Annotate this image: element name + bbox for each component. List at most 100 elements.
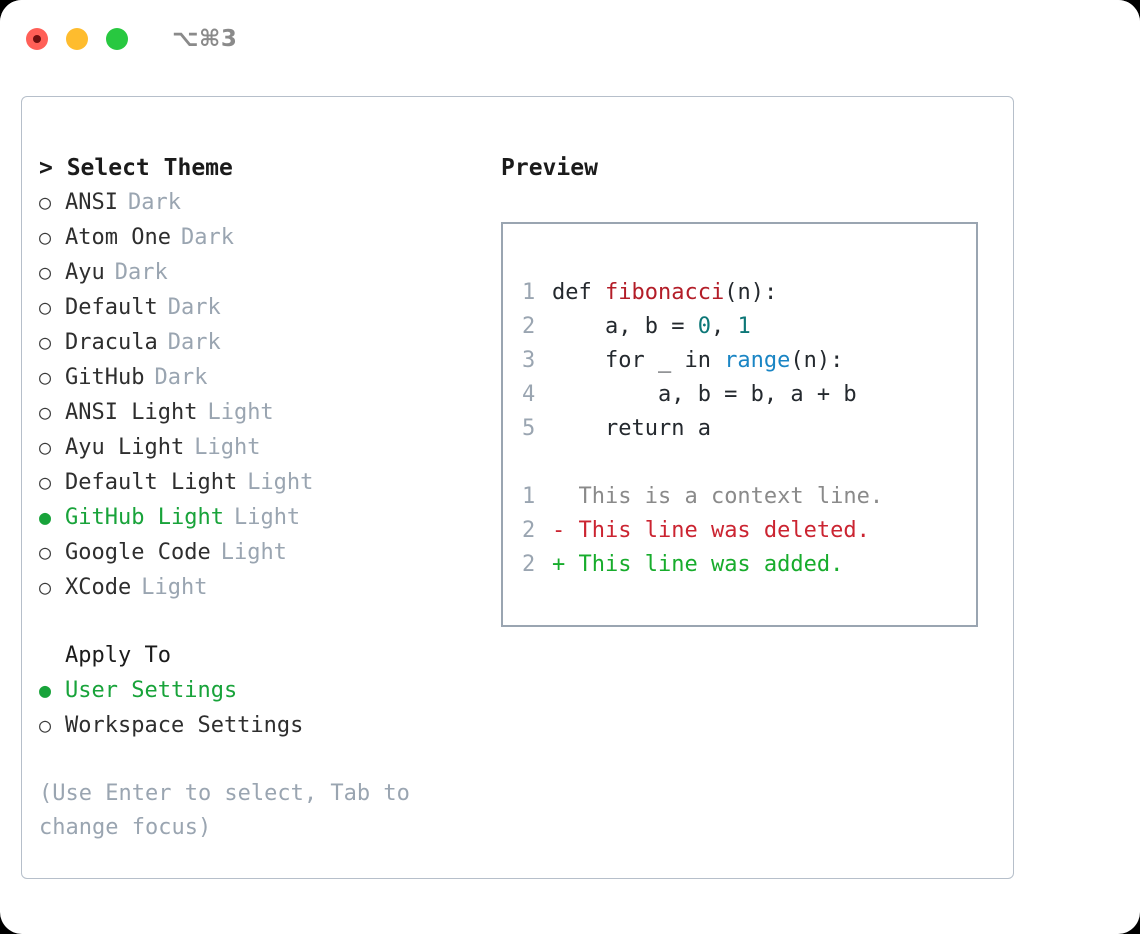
title-bar: ⌥⌘3 xyxy=(0,0,1140,78)
code-line: 3 for _ in range(n): xyxy=(522,344,976,378)
preview-header: Preview xyxy=(501,155,598,181)
code-line-text: a, b = 0, 1 xyxy=(552,310,751,344)
code-line-text: a, b = b, a + b xyxy=(552,378,857,412)
code-token-plain: a, b = b, a + b xyxy=(552,382,857,407)
radio-unselected-icon: ○ xyxy=(39,435,52,459)
radio-unselected-icon: ○ xyxy=(39,225,52,249)
line-number: 4 xyxy=(522,382,536,407)
theme-option-variant-tag: Dark xyxy=(180,225,234,250)
maximize-button[interactable] xyxy=(106,28,128,50)
theme-option-variant-tag: Light xyxy=(233,505,301,530)
code-line: 5 return a xyxy=(522,412,976,446)
code-token-plain: (n): xyxy=(790,348,844,373)
theme-option-label: Google Code xyxy=(65,540,211,565)
theme-option-label: Ayu Light xyxy=(65,435,185,460)
code-line-text: def fibonacci(n): xyxy=(552,276,777,310)
radio-unselected-icon: ○ xyxy=(39,190,52,214)
diff-marker xyxy=(552,480,565,514)
code-token-plain: for _ in xyxy=(552,348,725,373)
theme-option-label: GitHub Light xyxy=(65,505,224,530)
code-token-num: 0 xyxy=(697,314,711,339)
apply-option-workspace-settings[interactable]: ○ Workspace Settings xyxy=(39,708,492,743)
theme-option-variant-tag: Dark xyxy=(154,365,208,390)
theme-option-label: Ayu xyxy=(65,260,105,285)
theme-option-variant-tag: Light xyxy=(247,470,314,495)
apply-option-label: User Settings xyxy=(65,678,238,703)
diff-line-text: This is a context line. xyxy=(565,484,884,509)
code-token-plain: (n): xyxy=(724,280,778,305)
code-token-plain: , xyxy=(710,314,738,339)
diff-line-add: 2 + This line was added. xyxy=(522,548,976,582)
theme-option-label: ANSI xyxy=(65,190,118,215)
code-token-num: 1 xyxy=(737,314,751,339)
close-button[interactable] xyxy=(26,28,48,50)
theme-option-atom-one[interactable]: ○ Atom One Dark xyxy=(39,220,492,255)
line-number: 3 xyxy=(522,348,536,373)
theme-option-ayu-light[interactable]: ○ Ayu Light Light xyxy=(39,430,492,465)
theme-option-variant-tag: Dark xyxy=(167,295,221,320)
line-number: 1 xyxy=(522,280,536,305)
line-number: 1 xyxy=(522,484,536,509)
theme-option-label: Default Light xyxy=(65,470,238,495)
theme-option-label: ANSI Light xyxy=(65,400,198,425)
apply-option-label: Workspace Settings xyxy=(65,713,304,738)
diff-line-text: This line was added. xyxy=(565,552,844,577)
theme-option-label: GitHub xyxy=(65,365,145,390)
theme-option-default[interactable]: ○ Default Dark xyxy=(39,290,492,325)
diff-sample: 1 This is a context line. 2- This line wa… xyxy=(522,480,976,582)
theme-option-label: XCode xyxy=(65,575,132,600)
radio-selected-icon: ● xyxy=(39,505,52,529)
diff-line-del: 2- This line was deleted. xyxy=(522,514,976,548)
radio-selected-icon: ● xyxy=(39,678,52,702)
line-number: 2 xyxy=(522,552,536,577)
theme-option-ansi-light[interactable]: ○ ANSI Light Light xyxy=(39,395,492,430)
theme-option-variant-tag: Dark xyxy=(114,260,168,285)
radio-unselected-icon: ○ xyxy=(39,365,52,389)
theme-option-github[interactable]: ○ GitHub Dark xyxy=(39,360,492,395)
theme-option-label: Atom One xyxy=(65,225,171,250)
radio-unselected-icon: ○ xyxy=(39,330,52,354)
code-token-fn: fibonacci xyxy=(604,280,725,305)
select-theme-header: > Select Theme xyxy=(39,155,233,181)
code-token-plain: a, b = xyxy=(552,314,698,339)
theme-option-label: Dracula xyxy=(65,330,158,355)
theme-option-default-light[interactable]: ○ Default Light Light xyxy=(39,465,492,500)
theme-option-variant-tag: Light xyxy=(141,575,208,600)
code-token-plain: return a xyxy=(552,416,711,441)
code-token-call: range xyxy=(724,348,791,373)
diff-marker: + xyxy=(552,552,566,577)
apply-option-user-settings[interactable]: ● User Settings xyxy=(39,673,492,708)
code-token-plain: def xyxy=(552,280,605,305)
minimize-button[interactable] xyxy=(66,28,88,50)
spacer xyxy=(522,446,976,480)
code-line-text: return a xyxy=(552,412,711,446)
radio-unselected-icon: ○ xyxy=(39,470,52,494)
radio-unselected-icon: ○ xyxy=(39,400,52,424)
code-line: 1 def fibonacci(n): xyxy=(522,276,976,310)
theme-option-variant-tag: Light xyxy=(207,400,274,425)
theme-option-variant-tag: Light xyxy=(194,435,261,460)
theme-option-variant-tag: Dark xyxy=(167,330,221,355)
traffic-lights xyxy=(26,28,128,50)
theme-option-github-light[interactable]: ● GitHub Light Light xyxy=(39,500,492,535)
keyboard-hint-text: (Use Enter to select, Tab to change focu… xyxy=(39,781,410,840)
apply-to-list[interactable]: ● User Settings ○ Workspace Settings xyxy=(39,673,492,743)
theme-option-dracula[interactable]: ○ Dracula Dark xyxy=(39,325,492,360)
code-line-text: for _ in range(n): xyxy=(552,344,843,378)
radio-unselected-icon: ○ xyxy=(39,295,52,319)
radio-unselected-icon: ○ xyxy=(39,540,52,564)
radio-unselected-icon: ○ xyxy=(39,713,52,737)
theme-option-label: Default xyxy=(65,295,158,320)
line-number: 2 xyxy=(522,314,536,339)
